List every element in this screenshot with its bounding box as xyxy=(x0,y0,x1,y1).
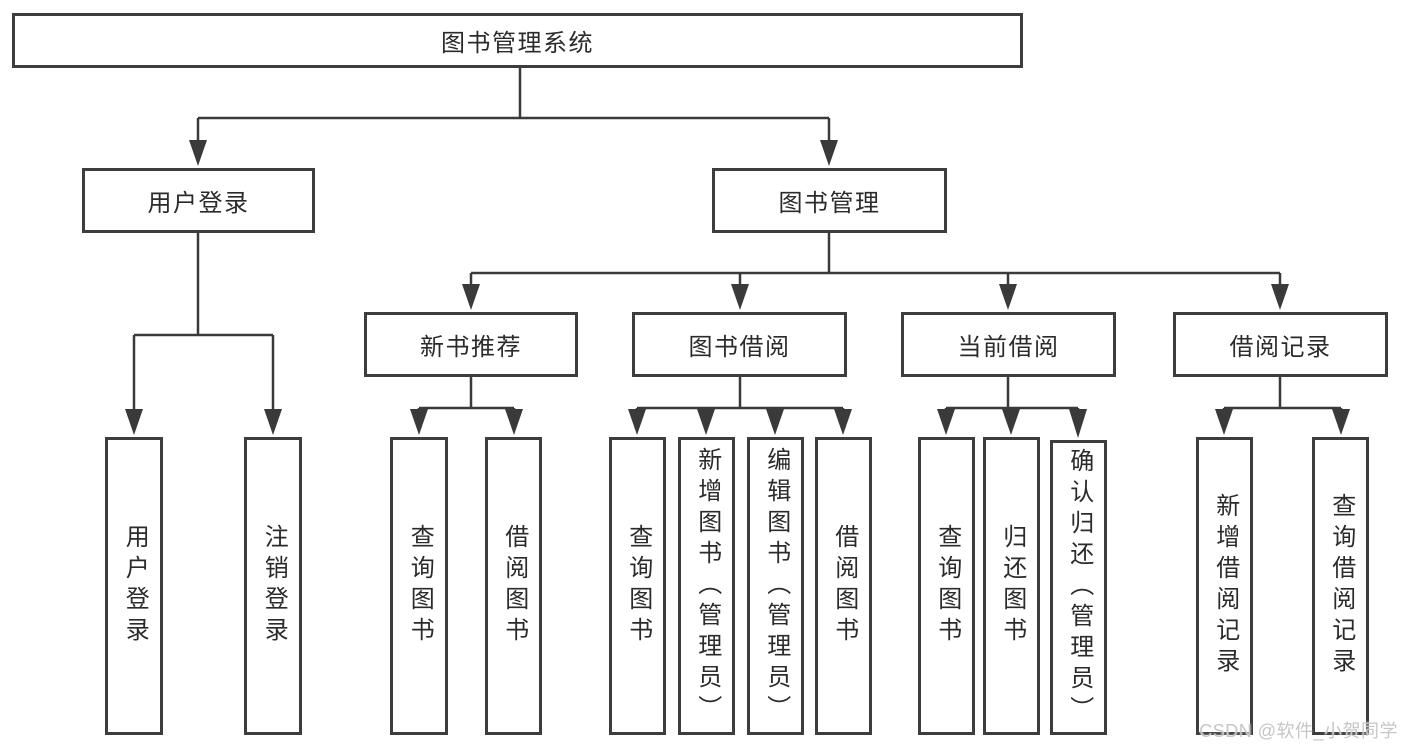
arrow-down-icon xyxy=(628,409,646,435)
connector-root-to-level2 xyxy=(189,68,838,166)
connector-login-to-leaves xyxy=(125,233,282,435)
connector-current-to-leaves xyxy=(937,377,1087,438)
leaf-query-books-borrow: 查询图书 xyxy=(609,437,666,735)
arrow-down-icon xyxy=(937,409,955,435)
node-label: 图书借阅 xyxy=(688,334,791,361)
node-current-borrowing: 当前借阅 xyxy=(901,312,1116,377)
node-label: 查询图书 xyxy=(406,524,434,648)
arrow-down-icon xyxy=(505,409,523,435)
node-label: 图书管理系统 xyxy=(441,30,594,57)
node-label: 用户登录 xyxy=(121,524,149,648)
node-borrowing-records: 借阅记录 xyxy=(1173,312,1388,377)
node-book-borrowing: 图书借阅 xyxy=(632,312,847,377)
arrow-down-icon xyxy=(410,409,428,435)
node-book-management: 图书管理 xyxy=(712,168,947,233)
arrow-down-icon xyxy=(731,284,749,310)
arrow-down-icon xyxy=(766,409,784,435)
node-label: 用户登录 xyxy=(147,190,250,217)
arrow-down-icon xyxy=(189,140,207,166)
node-label: 借阅记录 xyxy=(1229,334,1332,361)
connector-mgmt-to-level3 xyxy=(462,233,1289,310)
node-label: 图书管理 xyxy=(778,190,881,217)
leaf-borrow-books-recommend: 借阅图书 xyxy=(485,437,542,735)
node-new-book-recommendation: 新书推荐 xyxy=(364,312,578,377)
leaf-user-login: 用户登录 xyxy=(105,437,163,735)
arrow-down-icon xyxy=(1215,409,1233,435)
node-user-login: 用户登录 xyxy=(82,168,315,233)
arrow-down-icon xyxy=(125,409,143,435)
node-library-management-system: 图书管理系统 xyxy=(12,13,1023,68)
connector-newbook-to-leaves xyxy=(410,377,523,435)
leaf-edit-book-admin: 编辑图书（管理员） xyxy=(747,437,804,735)
node-label: 查询图书 xyxy=(933,524,961,648)
arrow-down-icon xyxy=(1002,409,1020,435)
leaf-add-book-admin: 新增图书（管理员） xyxy=(678,437,735,735)
arrow-down-icon xyxy=(1069,409,1087,438)
arrow-down-icon xyxy=(264,409,282,435)
node-label: 当前借阅 xyxy=(957,334,1060,361)
leaf-confirm-return-admin: 确认归还（管理员） xyxy=(1050,440,1107,735)
csdn-watermark: CSDN @软件_小贺同学 xyxy=(1199,721,1398,741)
connector-borrow-to-leaves xyxy=(628,377,852,435)
leaf-add-borrow-record: 新增借阅记录 xyxy=(1196,437,1253,735)
node-label: 新增图书（管理员） xyxy=(693,446,721,726)
node-label: 编辑图书（管理员） xyxy=(762,446,790,726)
leaf-return-book: 归还图书 xyxy=(983,437,1040,735)
arrow-down-icon xyxy=(1332,409,1350,435)
leaf-query-borrow-record: 查询借阅记录 xyxy=(1312,437,1369,735)
leaf-query-books-current: 查询图书 xyxy=(918,437,975,735)
arrow-down-icon xyxy=(834,409,852,435)
node-label: 新书推荐 xyxy=(420,334,522,361)
arrow-down-icon xyxy=(462,284,480,310)
arrow-down-icon xyxy=(697,409,715,435)
arrow-down-icon xyxy=(999,284,1017,310)
node-label: 注销登录 xyxy=(260,524,288,648)
arrow-down-icon xyxy=(820,140,838,166)
leaf-query-books-recommend: 查询图书 xyxy=(390,437,448,735)
node-label: 查询借阅记录 xyxy=(1327,493,1355,679)
leaf-logout: 注销登录 xyxy=(244,437,302,735)
arrow-down-icon xyxy=(1271,284,1289,310)
node-label: 归还图书 xyxy=(998,524,1026,648)
connector-records-to-leaves xyxy=(1215,377,1350,435)
node-label: 借阅图书 xyxy=(830,524,858,648)
leaf-borrow-books: 借阅图书 xyxy=(815,437,872,735)
node-label: 查询图书 xyxy=(624,524,652,648)
node-label: 新增借阅记录 xyxy=(1211,493,1239,679)
node-label: 借阅图书 xyxy=(500,524,528,648)
node-label: 确认归还（管理员） xyxy=(1065,448,1093,727)
